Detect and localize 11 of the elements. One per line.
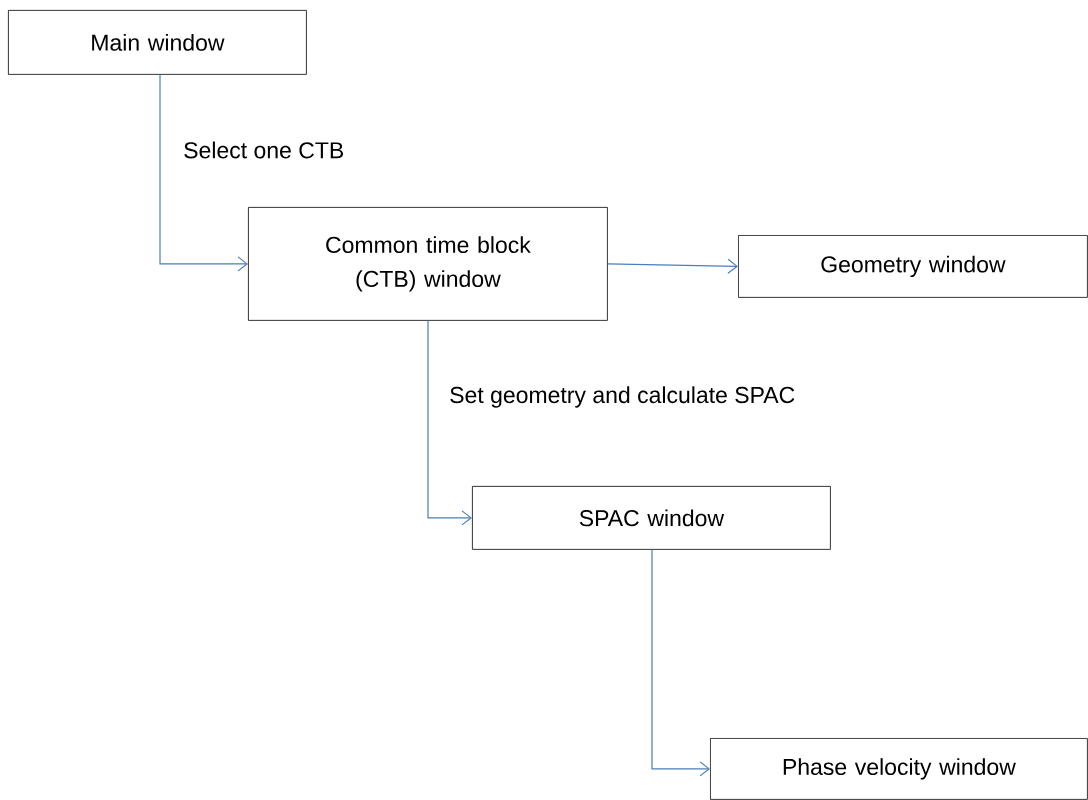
window-box: Phase velocity window	[710, 738, 1088, 800]
edge-label: Select one CTB	[184, 141, 344, 159]
arrow	[651, 549, 710, 777]
arrow	[427, 320, 472, 526]
arrow	[159, 74, 248, 272]
window-box: SPAC window	[472, 486, 831, 550]
window-box: Common time block (CTB) window	[248, 207, 608, 321]
arrow	[607, 258, 738, 274]
window-box: Geometry window	[738, 235, 1088, 298]
window-box: Main window	[8, 10, 307, 75]
edge-label: Set geometry and calculate SPAC	[450, 386, 795, 408]
